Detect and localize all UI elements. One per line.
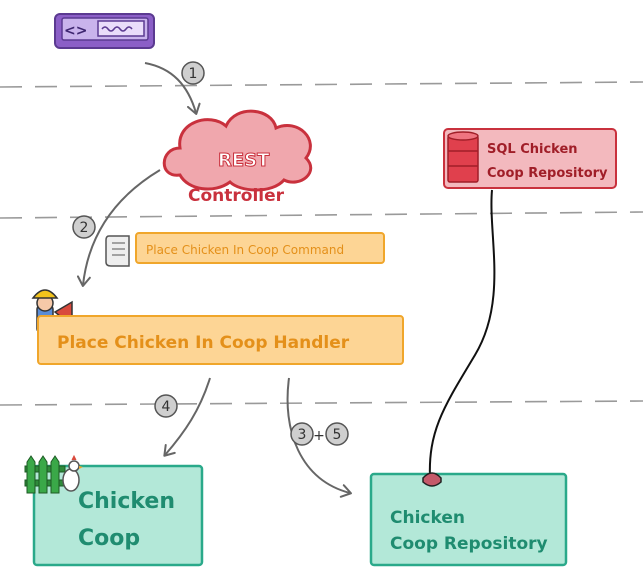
chicken-coop: Chicken Coop: [32, 464, 204, 567]
repo-line1: Chicken: [390, 508, 465, 528]
step-badge-4: 4: [154, 394, 178, 418]
place-chicken-command: Place Chicken In Coop Command: [105, 232, 385, 267]
sql-repo-line2: Coop Repository: [487, 166, 608, 181]
handler-label: Place Chicken In Coop Handler: [57, 333, 350, 353]
rest-subtitle: Controller: [188, 186, 285, 206]
separator-line: [0, 211, 643, 219]
step-number-1: 1: [189, 66, 198, 82]
scroll-icon: [105, 235, 130, 267]
fence-chicken-icon: [24, 454, 83, 494]
repo-line2: Coop Repository: [390, 534, 548, 554]
sql-chicken-coop-repository: SQL Chicken Coop Repository: [443, 128, 617, 189]
step-badge-1: 1: [181, 61, 205, 85]
step-number-3: 3: [298, 427, 307, 443]
arrow-step-4: [163, 377, 211, 457]
coop-line1: Chicken: [78, 489, 175, 514]
rest-controller: REST Controller: [162, 109, 313, 206]
place-chicken-handler: Place Chicken In Coop Handler: [37, 315, 404, 365]
rest-title: REST: [218, 150, 270, 171]
chicken-coop-repository: Chicken Coop Repository: [369, 472, 568, 567]
sql-repo-line1: SQL Chicken: [487, 142, 578, 157]
step-number-4: 4: [162, 399, 171, 415]
command-label: Place Chicken In Coop Command: [146, 243, 344, 257]
separator-line: [0, 400, 643, 406]
implementation-connector: [428, 189, 496, 479]
code-window-icon: <>: [54, 13, 155, 49]
step-badge-2: 2: [72, 215, 96, 239]
step-number-5: 5: [333, 427, 342, 443]
arrow-step-3-5: [286, 377, 352, 498]
plug-icon: [422, 472, 442, 487]
database-icon: [447, 131, 479, 183]
step-plus: +: [313, 428, 325, 444]
step-number-2: 2: [80, 220, 89, 236]
separator-line: [0, 81, 643, 88]
coop-line2: Coop: [78, 526, 140, 551]
arrow-step-2: [76, 169, 161, 287]
step-badge-3-5: 3 + 5: [290, 422, 349, 446]
cloud-icon: [162, 109, 313, 192]
svg-text:<>: <>: [64, 23, 87, 39]
arrow-step-1: [144, 62, 201, 115]
